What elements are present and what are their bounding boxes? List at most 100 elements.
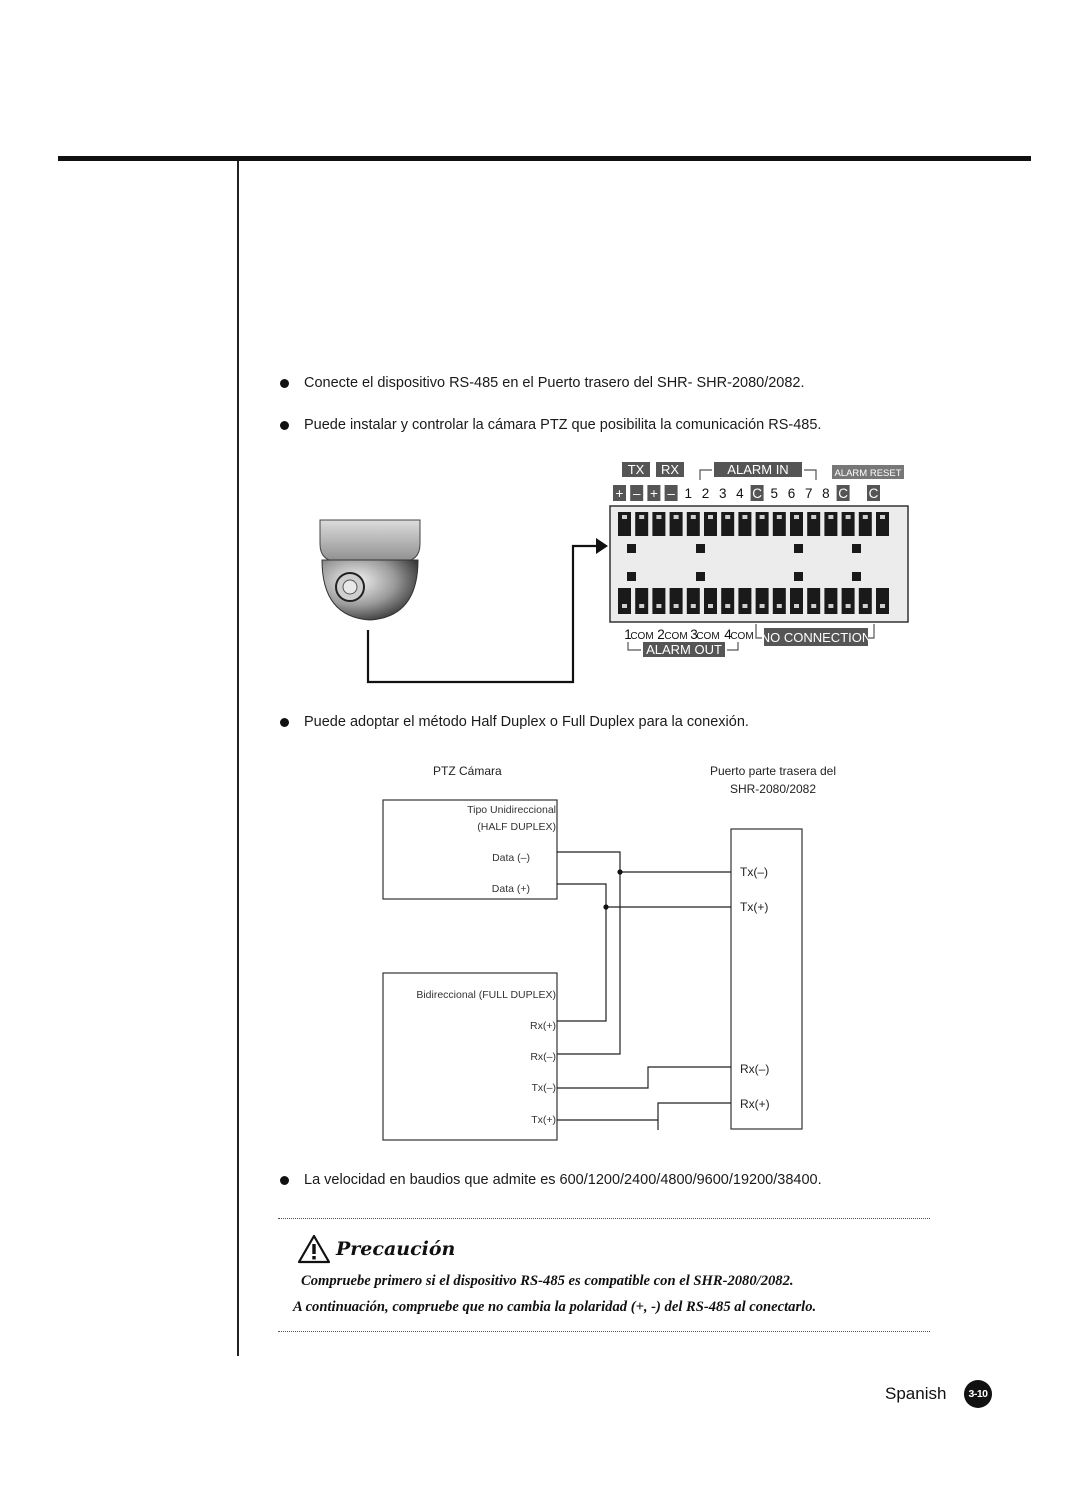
terminal-label: 2 xyxy=(702,486,710,501)
alarm-out-label: 3 xyxy=(690,627,698,642)
svg-text:ALARM OUT: ALARM OUT xyxy=(646,642,722,657)
terminal-indicator xyxy=(852,572,861,581)
terminal-label: 5 xyxy=(771,486,779,501)
ptz-camera-icon xyxy=(319,519,421,621)
bullet-text-baud: La velocidad en baudios que admite es 60… xyxy=(304,1172,822,1188)
terminal-pin xyxy=(841,512,855,614)
terminal-pin xyxy=(824,512,838,614)
bullet-dot xyxy=(280,1176,289,1185)
svg-text:Tx(+): Tx(+) xyxy=(740,900,768,914)
alarm-out-label: COM xyxy=(630,631,653,642)
port-label: Puerto parte trasera del xyxy=(710,764,836,778)
svg-text:Rx(–): Rx(–) xyxy=(530,1051,556,1063)
terminal-label-box: C xyxy=(867,485,880,501)
terminal-label: 3 xyxy=(719,486,727,501)
svg-text:C: C xyxy=(838,486,848,501)
svg-text:–: – xyxy=(633,486,641,501)
svg-text:–: – xyxy=(667,486,675,501)
terminal-pin xyxy=(652,512,666,614)
junction-dot xyxy=(617,869,623,875)
svg-text:Tipo Unidireccional: Tipo Unidireccional xyxy=(467,804,556,816)
header-rule xyxy=(58,156,1031,161)
cable-arrow-icon xyxy=(596,538,608,554)
svg-text:RX: RX xyxy=(661,462,679,477)
caution-title: Precaución xyxy=(336,1238,456,1260)
terminal-pin xyxy=(858,512,872,614)
alarm-out-label: 2 xyxy=(657,627,665,642)
terminal-label-box: + xyxy=(647,485,661,501)
full-duplex-box xyxy=(382,972,558,1141)
camera-label: PTZ Cámara xyxy=(433,764,502,778)
terminal-indicator xyxy=(794,544,803,553)
terminal-pin xyxy=(738,512,752,614)
terminal-pin xyxy=(635,512,649,614)
svg-text:ALARM RESET: ALARM RESET xyxy=(834,468,901,479)
svg-text:TX: TX xyxy=(628,462,645,477)
svg-text:Tx(+): Tx(+) xyxy=(531,1114,556,1126)
wires xyxy=(557,851,731,1130)
terminal-label-box: + xyxy=(613,485,626,501)
bullet-text-connect: Conecte el dispositivo RS-485 en el Puer… xyxy=(304,375,805,391)
terminal-pin xyxy=(807,512,821,614)
svg-text:NO CONNECTION: NO CONNECTION xyxy=(761,630,872,645)
caution-top-rule xyxy=(278,1218,930,1219)
alarm-out-label: 4 xyxy=(724,627,732,642)
terminal-pin xyxy=(686,512,700,614)
warning-icon xyxy=(297,1234,331,1264)
terminal-indicator xyxy=(852,544,861,553)
terminal-pin xyxy=(669,512,683,614)
terminal-pin xyxy=(721,512,735,614)
svg-text:3: 3 xyxy=(719,486,727,501)
svg-text:Data (–): Data (–) xyxy=(492,852,530,864)
cable-line xyxy=(366,544,598,684)
bullet-dot xyxy=(280,379,289,388)
svg-text:+: + xyxy=(650,486,658,501)
svg-text:(HALF DUPLEX): (HALF DUPLEX) xyxy=(477,821,556,833)
terminal-pin xyxy=(876,512,889,614)
terminal-pin xyxy=(772,512,786,614)
bullet-text-duplex: Puede adoptar el método Half Duplex o Fu… xyxy=(304,714,749,730)
terminal-label-box: C xyxy=(836,485,850,501)
svg-text:5: 5 xyxy=(771,486,779,501)
svg-text:1: 1 xyxy=(685,486,693,501)
terminal-pin xyxy=(704,512,717,614)
svg-text:+: + xyxy=(616,486,624,501)
terminal-label: 1 xyxy=(685,486,693,501)
svg-text:2: 2 xyxy=(702,486,710,501)
terminal-label-box: – xyxy=(630,485,644,501)
terminal-label-box: – xyxy=(664,485,678,501)
caution-bottom-rule xyxy=(278,1331,930,1332)
port-model-label: SHR-2080/2082 xyxy=(730,782,816,796)
terminal-label: 7 xyxy=(805,486,813,501)
port-box xyxy=(730,828,803,1130)
caution-line-2: A continuación, compruebe que no cambia … xyxy=(293,1299,817,1315)
terminal-label: 4 xyxy=(736,486,744,501)
terminal-indicator xyxy=(696,544,705,553)
alarm-out-label: 1 xyxy=(624,627,632,642)
footer-language: Spanish xyxy=(885,1384,947,1403)
terminal-indicator xyxy=(627,544,636,553)
terminal-pin xyxy=(790,512,803,614)
bullet-dot xyxy=(280,421,289,430)
svg-text:Data (+): Data (+) xyxy=(492,883,530,895)
half-duplex-box xyxy=(382,799,558,900)
svg-text:ALARM IN: ALARM IN xyxy=(727,462,788,477)
bullet-dot xyxy=(280,718,289,727)
svg-text:4: 4 xyxy=(736,486,744,501)
svg-text:C: C xyxy=(869,486,879,501)
alarm-out-label: COM xyxy=(696,631,719,642)
svg-text:Tx(–): Tx(–) xyxy=(532,1082,557,1094)
terminal-pin xyxy=(755,512,769,614)
svg-text:7: 7 xyxy=(805,486,813,501)
svg-text:C: C xyxy=(752,486,762,501)
caution-line-1: Compruebe primero si el dispositivo RS-4… xyxy=(301,1273,794,1289)
svg-text:Rx(+): Rx(+) xyxy=(740,1097,770,1111)
terminal-label: 6 xyxy=(788,486,796,501)
bullet-text-ptz: Puede instalar y controlar la cámara PTZ… xyxy=(304,417,822,433)
svg-text:8: 8 xyxy=(822,486,830,501)
svg-text:Rx(–): Rx(–) xyxy=(740,1062,769,1076)
terminal-label-box: C xyxy=(750,485,764,501)
margin-rule xyxy=(237,161,239,1356)
